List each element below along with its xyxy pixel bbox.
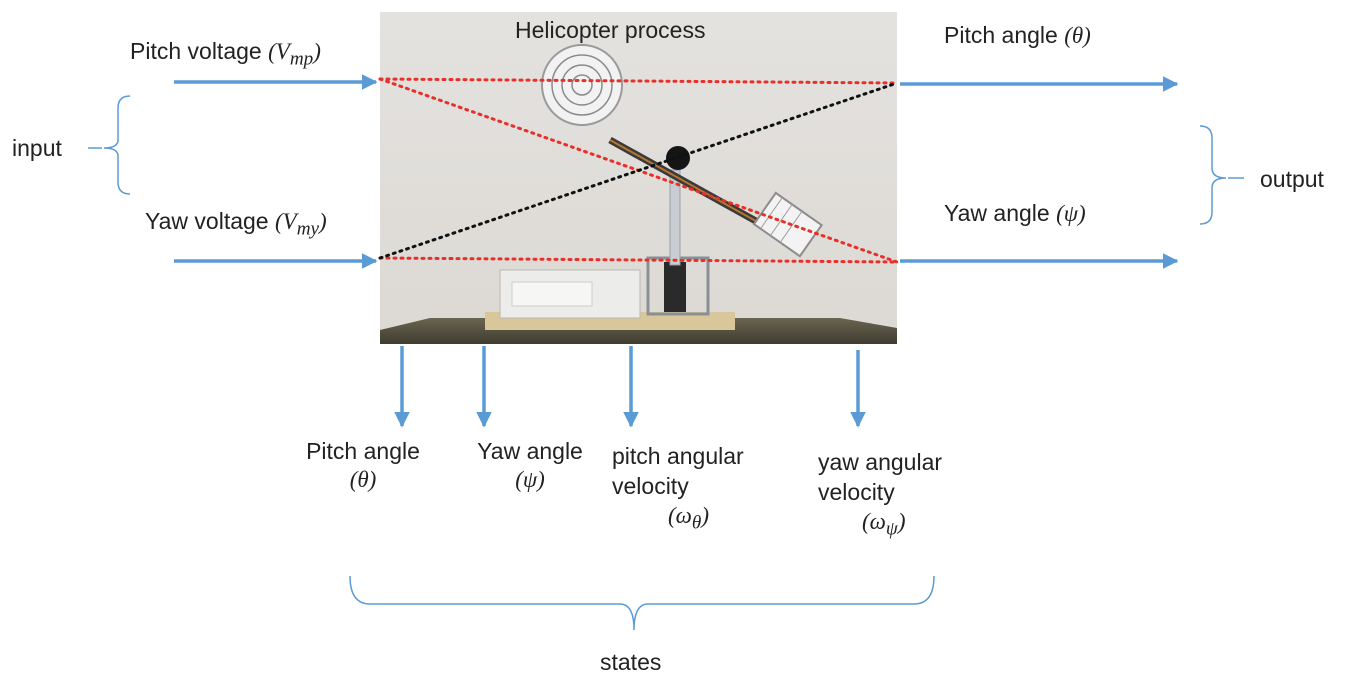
state-yaw-velocity: yaw angular velocity (ωψ) [818,449,943,540]
input-group-label: input [12,135,62,161]
coupling-lines [378,77,899,264]
pitch-voltage-label: Pitch voltage (Vmp) [130,38,321,70]
yaw-angle-output-label: Yaw angle (ψ) [944,200,1086,226]
state-pitch-angle: Pitch angle (θ) [306,438,420,492]
output-group-label: output [1260,166,1324,192]
states-brace [349,575,935,631]
yaw-voltage-label: Yaw voltage (Vmy) [145,208,327,240]
process-title: Helicopter process [515,17,706,43]
state-yaw-angle: Yaw angle (ψ) [477,438,583,492]
coupling-yaw-yaw [378,256,899,264]
input-brace [103,95,131,195]
output-brace [1199,125,1227,225]
coupling-pitch-pitch [378,77,899,85]
states-group-label: states [600,649,662,675]
pitch-angle-output-label: Pitch angle (θ) [944,22,1091,48]
state-pitch-velocity: pitch angular velocity (ωθ) [612,443,744,534]
coupling-yaw-pitch [378,81,899,260]
helicopter-photo [380,12,897,344]
